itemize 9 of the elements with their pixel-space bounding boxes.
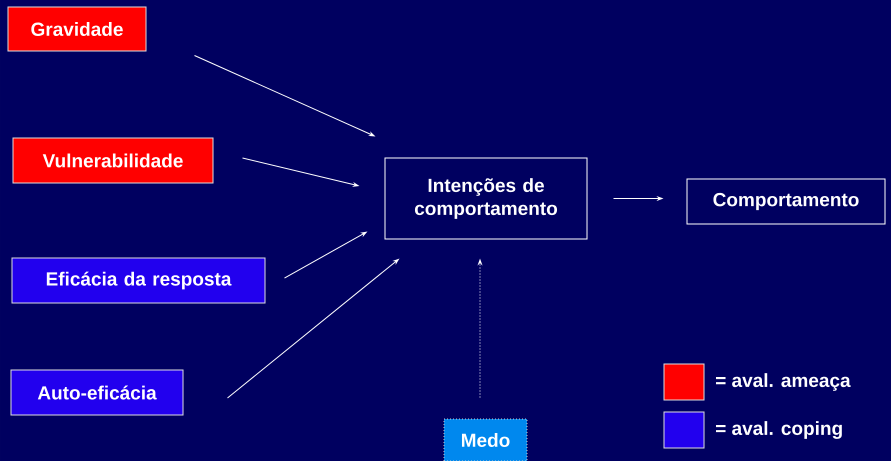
legend-label: = aval. ameaça	[716, 373, 851, 391]
emotion-box: Medo	[444, 418, 528, 461]
legend-label: = aval. coping	[716, 421, 842, 439]
coping-box: Eficácia da resposta	[12, 258, 266, 304]
threat-box: Vulnerabilidade	[12, 138, 214, 184]
process-box: Intenções de comportamento	[384, 158, 588, 240]
coping-box: Auto-eficácia	[10, 370, 184, 416]
threat-box: Gravidade	[8, 6, 146, 52]
process-box: Comportamento	[686, 178, 886, 224]
